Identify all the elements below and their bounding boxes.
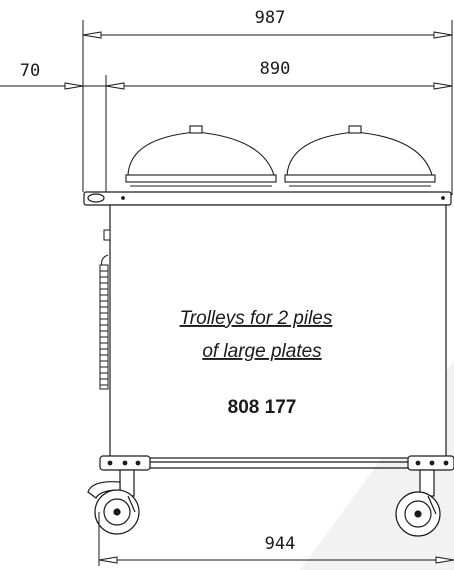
dimension-body-width-label: 890 [260, 59, 291, 79]
dimension-overall-width [82, 20, 453, 195]
castor-right [395, 469, 441, 537]
dimension-wheelbase [98, 512, 454, 566]
coiled-cord [99, 254, 109, 390]
dimension-overall-width-label: 987 [255, 8, 286, 28]
dimension-body-width [0, 75, 453, 195]
plate-lid-left [125, 125, 277, 187]
top-frame [83, 191, 452, 206]
castor-left [87, 469, 140, 535]
handle-hole [87, 193, 105, 203]
product-code: 808 177 [228, 397, 297, 418]
dimension-wheelbase-label: 944 [265, 534, 296, 554]
trolley-body [109, 204, 447, 459]
caption-line-2: of large plates [202, 341, 322, 362]
side-switch [103, 229, 111, 241]
plate-lid-right [284, 125, 436, 187]
dimension-handle-offset-label: 70 [20, 61, 40, 81]
caption-line-1: Trolleys for 2 piles [180, 308, 333, 329]
bottom-frame [99, 455, 454, 471]
